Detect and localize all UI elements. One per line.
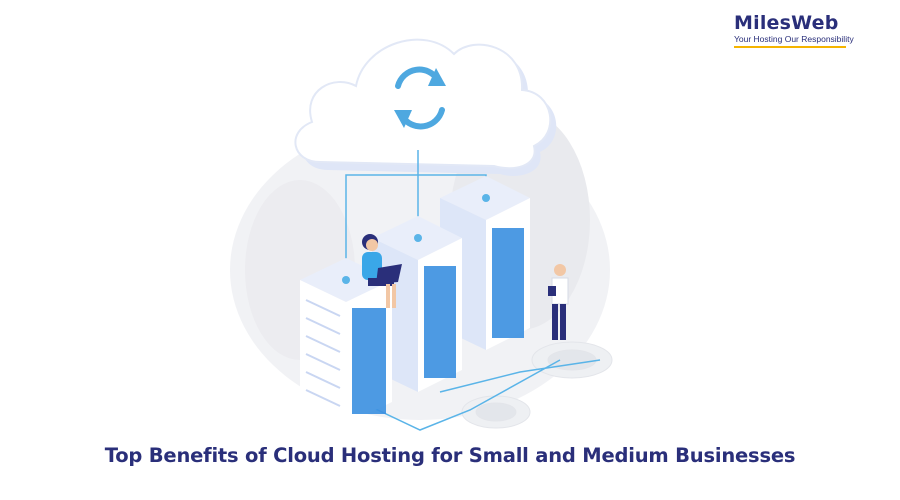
- man-with-tablet-figure: [548, 264, 569, 340]
- server-rack-front: [300, 258, 392, 424]
- woman-with-laptop-figure: [362, 234, 402, 308]
- brand-name: MilesWeb: [734, 12, 839, 34]
- cloud-hosting-illustration: [230, 38, 613, 431]
- sync-icon: [394, 66, 446, 130]
- brand-logo: MilesWeb Your Hosting Our Responsibility: [734, 12, 864, 48]
- brand-tagline: Your Hosting Our Responsibility: [734, 34, 854, 48]
- page-headline: Top Benefits of Cloud Hosting for Small …: [104, 444, 796, 467]
- cloud-icon: [294, 38, 557, 176]
